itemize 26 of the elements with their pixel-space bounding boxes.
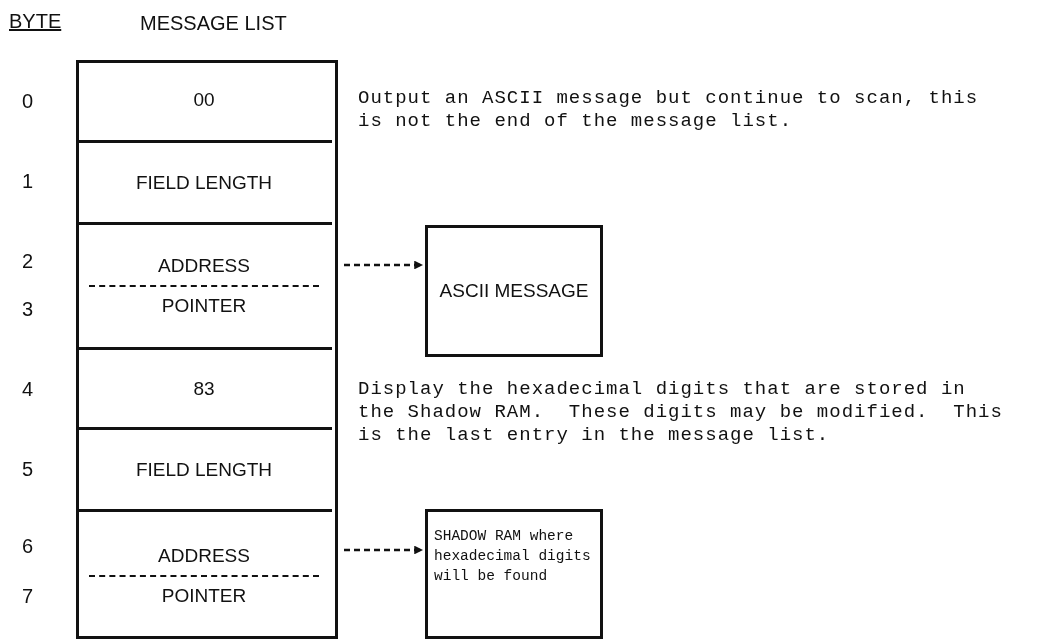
byte-number: 1: [22, 170, 34, 193]
byte-number: 4: [22, 378, 34, 401]
cell-text: ADDRESS: [158, 544, 250, 567]
cell-text: ADDRESS: [158, 255, 250, 277]
box-text: SHADOW RAM where hexadecimal digits will be found: [434, 527, 592, 586]
cell-text: POINTER: [161, 584, 247, 607]
arrow: [344, 260, 423, 270]
cell-text: 00: [193, 89, 215, 111]
column-heading: MESSAGE LIST: [140, 12, 287, 35]
cell-text: POINTER: [161, 295, 247, 317]
description-note: Output an ASCII message but continue to scan, this is not the end of the message list.: [358, 87, 980, 133]
box-text: ASCII MESSAGE: [439, 281, 589, 301]
cell-text: FIELD LENGTH: [135, 458, 273, 481]
byte-number: 3: [22, 298, 34, 321]
column-heading: BYTE: [9, 10, 62, 33]
cell-text: 83: [193, 377, 215, 400]
description-note: Display the hexadecimal digits that are stored in the Shadow RAM. These digits may be modified. This is the last entry in the message list.: [358, 378, 1004, 447]
memory-box: [425, 509, 603, 639]
byte-number: 6: [22, 535, 34, 558]
memory-box: [425, 225, 603, 357]
byte-number: 2: [22, 250, 34, 273]
byte-number: 5: [22, 458, 34, 481]
arrow: [344, 545, 423, 555]
cell-text: FIELD LENGTH: [135, 171, 273, 194]
byte-number: 7: [22, 585, 34, 608]
byte-number: 0: [22, 90, 34, 113]
